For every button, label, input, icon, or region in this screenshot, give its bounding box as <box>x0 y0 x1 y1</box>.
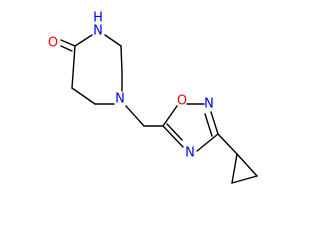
bond-c6-c5 <box>71 45 76 89</box>
bond-c5ox-o1 <box>162 105 178 127</box>
bond-n4-c3 <box>104 34 122 47</box>
bond-cp-2 <box>236 153 258 177</box>
bond-carbonyl-2 <box>60 45 73 52</box>
atom-n4-oxadiazole-label: N <box>185 146 195 161</box>
molecule-structure: H N O N O N N <box>48 11 258 184</box>
bond-cp-1 <box>231 153 238 184</box>
atom-h-label: H <box>93 11 103 26</box>
bond-n1-ch2 <box>125 105 145 127</box>
atom-n2-oxadiazole-label: N <box>204 97 214 112</box>
bond-n2-c3-a <box>210 111 219 135</box>
bond-n4ox-c5ox-a <box>162 125 184 148</box>
atom-n-amine-label: N <box>115 92 125 107</box>
bond-c7-c6 <box>71 87 96 105</box>
bond-c3-cp <box>217 133 238 155</box>
bond-c3-c2 <box>120 45 123 73</box>
bonds <box>60 34 258 184</box>
atom-o-carbonyl-label: O <box>48 36 58 51</box>
bond-c5-n4 <box>74 34 93 47</box>
atom-labels: H N O N O N N <box>48 11 214 161</box>
bond-n2-c3-b <box>204 113 213 137</box>
bond-n4ox-c5ox-b <box>166 123 183 141</box>
bond-carbonyl-1 <box>60 39 76 47</box>
atom-o-oxadiazole-label: O <box>177 94 187 109</box>
bond-c3-n4ox <box>196 133 219 152</box>
atom-n-lactam-label: N <box>93 24 103 39</box>
bond-cp-3 <box>231 175 258 184</box>
